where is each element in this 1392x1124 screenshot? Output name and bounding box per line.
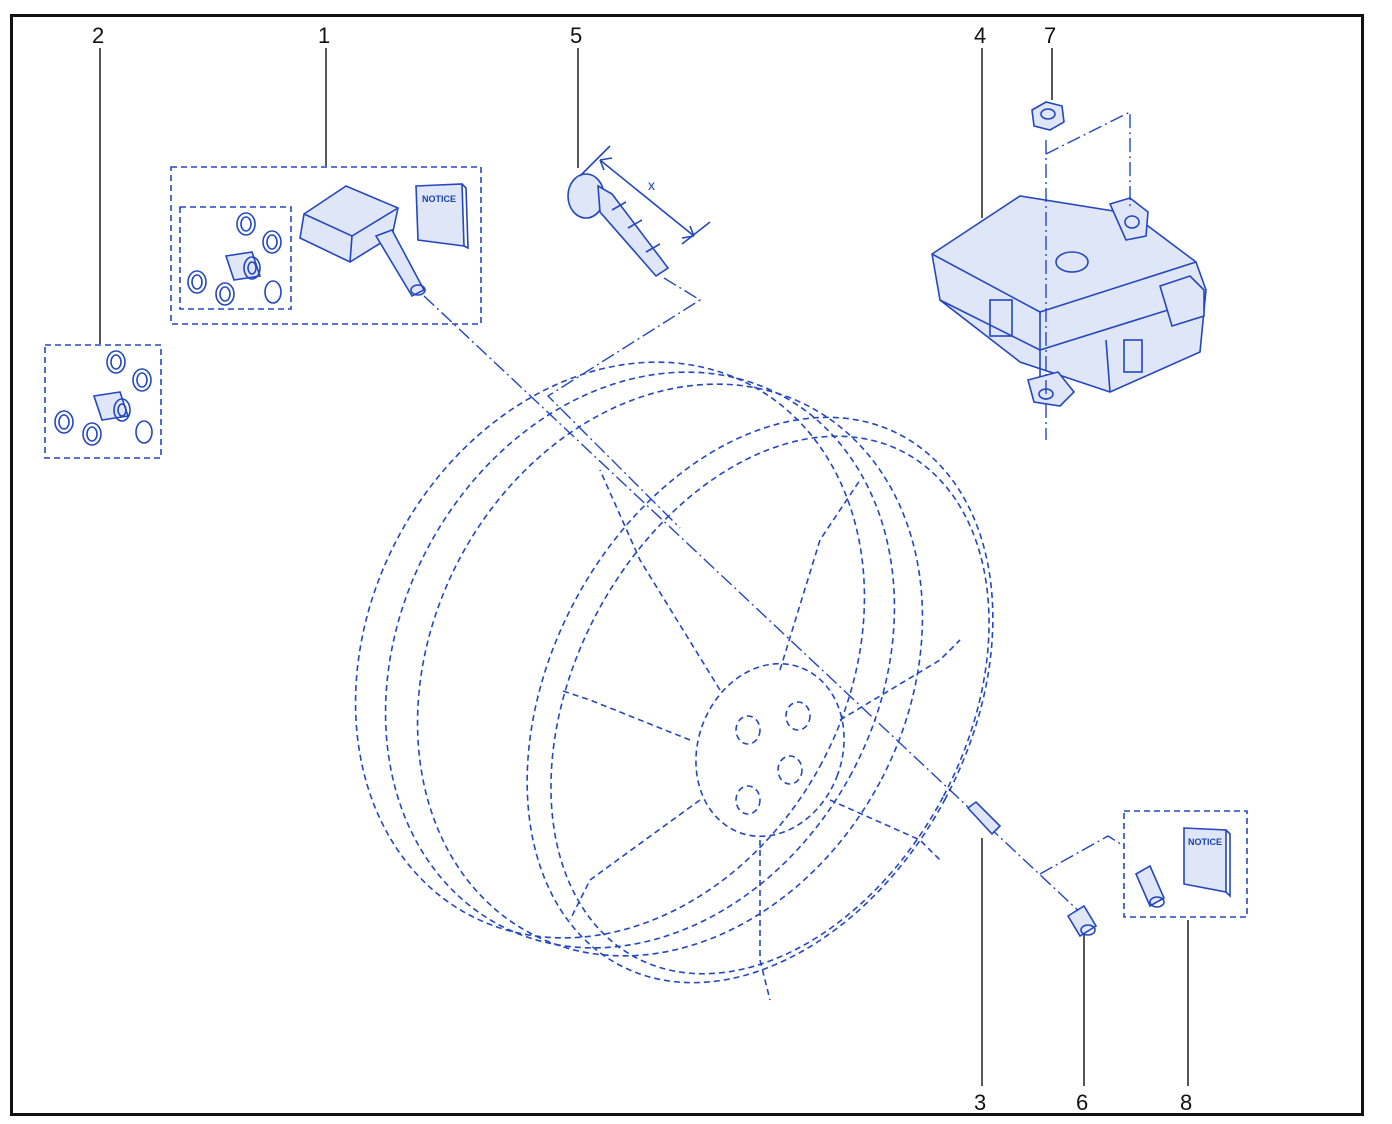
callout-1: 1 [318,23,330,48]
valve-cap-part-6 [1066,904,1098,938]
notice-label-cap-kit: NOTICE [1188,837,1222,847]
valve-stem-part-3 [966,800,1002,836]
callout-3: 3 [974,1090,986,1115]
callout-2: 2 [92,23,104,48]
callout-4: 4 [974,23,986,48]
module-mounting-axes [1045,110,1131,440]
nut-part-7 [1031,101,1065,131]
callout-6: 6 [1076,1090,1088,1115]
notice-label-kit: NOTICE [422,194,456,204]
diagram-frame [10,14,1364,1116]
callout-leaders [99,48,1189,1086]
dimension-x-label: x [648,177,655,193]
callout-5: 5 [570,23,582,48]
cap-kit-part-8: NOTICE [1123,810,1248,918]
control-module-part-4 [931,195,1207,407]
wheel-outline [354,361,994,1001]
assembly-axes [423,277,1125,917]
valve-part-5: x [567,145,711,278]
sensor-kit-part-1: NOTICE [170,166,482,325]
callout-8: 8 [1180,1090,1192,1115]
callout-7: 7 [1044,23,1056,48]
seal-kit-part-2 [44,344,162,459]
